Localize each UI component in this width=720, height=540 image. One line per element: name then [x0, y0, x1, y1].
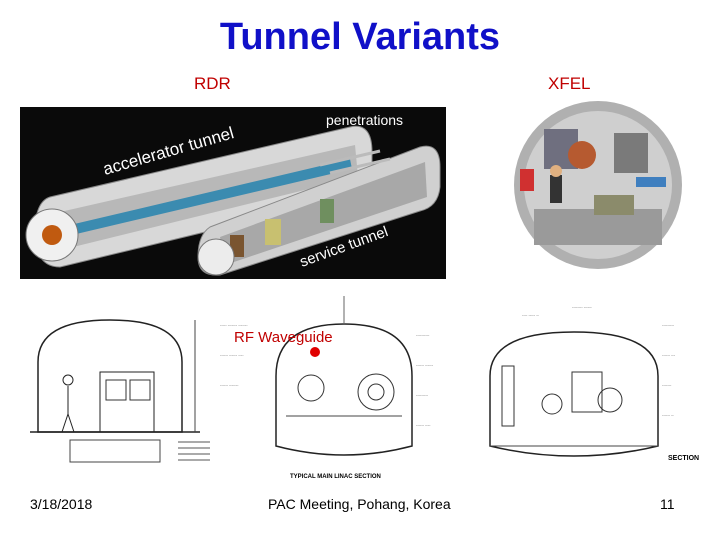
svg-text:-------- ------: -------- ------ [572, 304, 592, 309]
rdr-label: RDR [194, 74, 231, 93]
svg-text:---- ----- --: ---- ----- -- [522, 312, 540, 317]
svg-text:---------: --------- [662, 322, 675, 327]
svg-text:-------: ------- [662, 382, 672, 387]
svg-text:------ -------: ------ ------- [220, 382, 239, 387]
xfel-tunnel-render [494, 99, 702, 277]
xfel-label: XFEL [548, 74, 591, 93]
page-number: 11 [660, 496, 675, 512]
rdr-tunnel-render: accelerator tunnel penetrations service … [20, 107, 446, 279]
svg-text:------ --: ------ -- [662, 412, 674, 417]
rf-waveguide-text: RF Waveguide [234, 329, 333, 346]
svg-text:------ ----: ------ ---- [416, 422, 431, 427]
section-label: SECTION [668, 455, 699, 462]
slide-title: Tunnel Variants [219, 16, 501, 58]
linac-section-caption: TYPICAL MAIN LINAC SECTION [290, 474, 381, 480]
meeting-name: PAC Meeting, Pohang, Korea [268, 496, 451, 512]
svg-text:----------: ---------- [416, 332, 430, 337]
svg-text:------ ------ ----: ------ ------ ---- [220, 352, 244, 357]
svg-text:---------: --------- [416, 392, 429, 397]
rdr-section-drawing-left [30, 302, 212, 470]
svg-text:------ ---: ------ --- [662, 352, 676, 357]
penetrations-text: penetrations [326, 112, 403, 128]
svg-text:------ ------: ------ ------ [416, 362, 434, 367]
rdr-section-drawing-middle: ----- ------- ------- ------ ------ ----… [216, 296, 462, 482]
svg-text:----- ------- -------: ----- ------- ------- [220, 322, 248, 327]
xfel-section-drawing: ---- ----- -- -------- ------ --------- … [462, 296, 702, 476]
slide-date: 3/18/2018 [30, 496, 93, 512]
